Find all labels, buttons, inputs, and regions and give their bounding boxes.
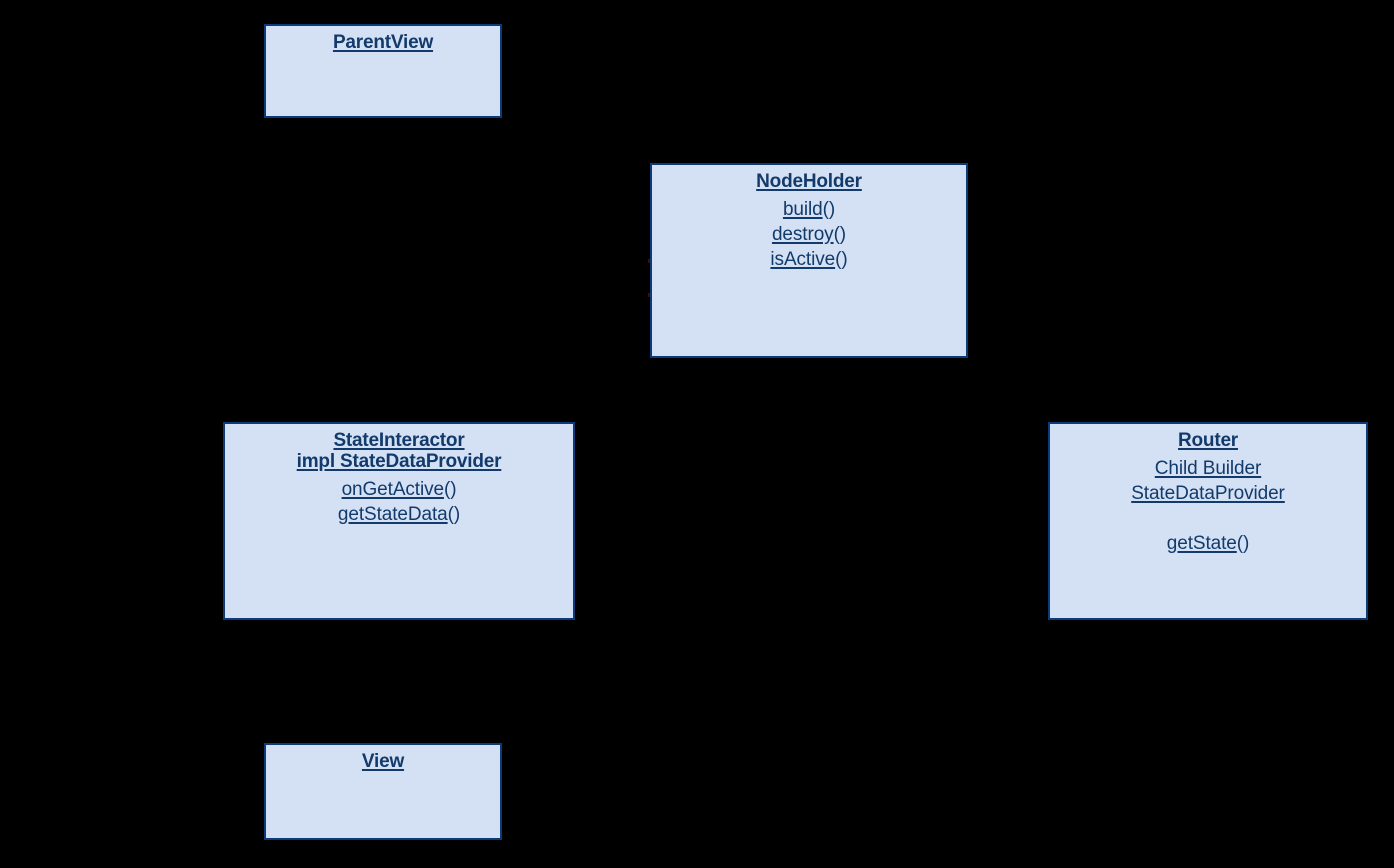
class-member[interactable]: getStateData() [225, 502, 573, 527]
class-member-name: getState [1166, 533, 1237, 554]
class-member-parens: () [447, 504, 461, 525]
class-member-name: StateDataProvider [1131, 483, 1285, 504]
class-title-line: NodeHolder [756, 171, 862, 192]
class-title-line: StateInteractor [333, 430, 465, 451]
class-title-router: Router [1050, 431, 1366, 452]
class-member[interactable]: StateDataProvider [1050, 481, 1366, 506]
class-member[interactable]: destroy() [652, 222, 966, 247]
class-member-name: onGetActive [341, 479, 445, 500]
class-title-line: ParentView [332, 32, 434, 53]
class-member-name: destroy [771, 224, 834, 245]
class-title-line: View [361, 751, 405, 772]
class-title-view: View [266, 752, 500, 773]
class-member-name: build [782, 199, 823, 220]
class-members-state-interactor: onGetActive()getStateData() [225, 477, 573, 527]
class-member-spacer [1050, 506, 1366, 531]
connector-endpoint-marker [648, 259, 650, 263]
class-member-parens: () [835, 249, 848, 270]
uml-class-parent-view[interactable]: ParentView [264, 24, 502, 118]
class-member[interactable]: isActive() [652, 247, 966, 272]
class-title-line: impl StateDataProvider [296, 451, 502, 472]
class-member-name: getStateData [337, 504, 448, 525]
class-member-parens: () [443, 479, 457, 500]
class-member[interactable]: onGetActive() [225, 477, 573, 502]
class-member-parens: () [833, 224, 847, 245]
uml-class-view[interactable]: View [264, 743, 502, 840]
class-member-parens: () [1236, 533, 1250, 554]
class-title-line: Router [1177, 430, 1239, 451]
class-members-node-holder: build()destroy()isActive() [652, 197, 966, 272]
class-member-name: isActive [770, 249, 836, 270]
class-member[interactable]: Child Builder [1050, 456, 1366, 481]
class-member-name: Child Builder [1154, 458, 1262, 479]
class-title-parent-view: ParentView [266, 33, 500, 54]
connector-endpoint-marker [648, 293, 650, 297]
class-member-parens: () [822, 199, 836, 220]
class-member[interactable]: build() [652, 197, 966, 222]
class-member[interactable]: getState() [1050, 531, 1366, 556]
class-title-node-holder: NodeHolder [652, 172, 966, 193]
